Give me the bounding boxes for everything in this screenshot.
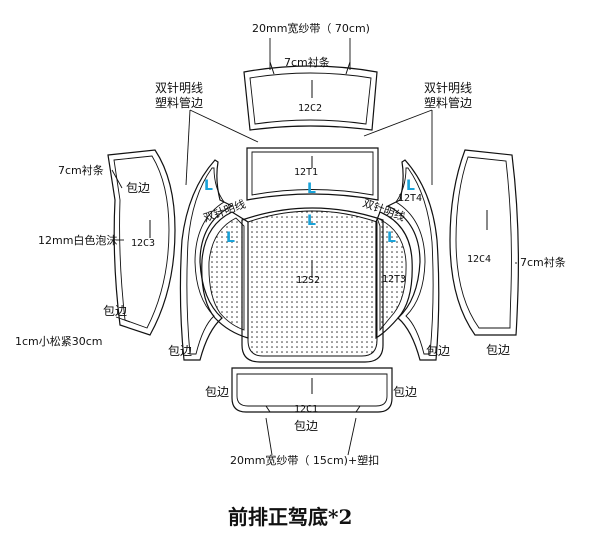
piece-12c1 xyxy=(231,367,393,413)
part-label-12t4: 12T4 xyxy=(398,193,422,204)
label-bottom-tape: 20mm宽纱带（ 15cm)+塑扣 xyxy=(230,453,379,467)
binding-label-c1-right: 包边 xyxy=(393,385,417,399)
piece-bolster-right xyxy=(386,159,440,361)
label-right-liner: 7cm衬条 xyxy=(520,255,566,269)
part-label-12t1: 12T1 xyxy=(294,167,318,178)
label-left-liner: 7cm衬条 xyxy=(58,163,104,177)
piece-12t3-right xyxy=(375,211,413,340)
label-double-needle-right-2: 塑料管边 xyxy=(424,95,472,110)
grain-mark-s2: L xyxy=(307,213,316,229)
piece-bolster-left xyxy=(179,159,234,361)
binding-label-c3-top: 包边 xyxy=(126,181,150,195)
leader-lines xyxy=(111,38,517,456)
part-label-12c4: 12C4 xyxy=(467,254,491,265)
binding-label-bolster-right: 包边 xyxy=(426,344,450,358)
binding-label-c1-bottom: 包边 xyxy=(294,419,318,433)
binding-label-c4: 包边 xyxy=(486,343,510,357)
binding-label-c1-left: 包边 xyxy=(205,385,229,399)
grain-mark-bolster-right: L xyxy=(406,178,415,194)
grain-mark-bolster-left: L xyxy=(204,178,213,194)
piece-12c4 xyxy=(449,149,519,336)
grain-mark-t3-right: L xyxy=(387,230,396,246)
label-top-tape: 20mm宽纱带（ 70cm) xyxy=(252,21,370,35)
binding-label-bolster-left: 包边 xyxy=(168,344,192,358)
label-double-needle-right-1: 双针明线 xyxy=(424,80,472,95)
binding-label-c3-bottom: 包边 xyxy=(103,304,127,318)
diagram-title: 前排正驾底*2 xyxy=(228,505,352,529)
label-foam: 12mm白色泡沫 xyxy=(38,233,117,247)
label-top-liner: 7cm衬条 xyxy=(284,55,330,69)
piece-12c2 xyxy=(243,61,378,131)
part-label-12t3: 12T3 xyxy=(382,274,406,285)
piece-12s2 xyxy=(241,207,384,363)
piece-12t1 xyxy=(246,147,379,201)
piece-12c3 xyxy=(107,149,176,336)
part-label-12c2: 12C2 xyxy=(298,103,322,114)
label-double-needle-left-1: 双针明线 xyxy=(155,80,203,95)
label-double-needle-left-2: 塑料管边 xyxy=(155,95,203,110)
part-label-12c1: 12C1 xyxy=(294,404,318,415)
part-label-12c3: 12C3 xyxy=(131,238,155,249)
grain-mark-t3-left: L xyxy=(226,230,235,246)
piece-12t3-left xyxy=(201,211,249,339)
part-label-12s2: 12S2 xyxy=(296,275,320,286)
stitch-label-left: 双针明线 xyxy=(201,197,247,225)
grain-mark-t1: L xyxy=(307,181,316,197)
label-elastic: 1cm小松紧30cm xyxy=(15,334,103,348)
